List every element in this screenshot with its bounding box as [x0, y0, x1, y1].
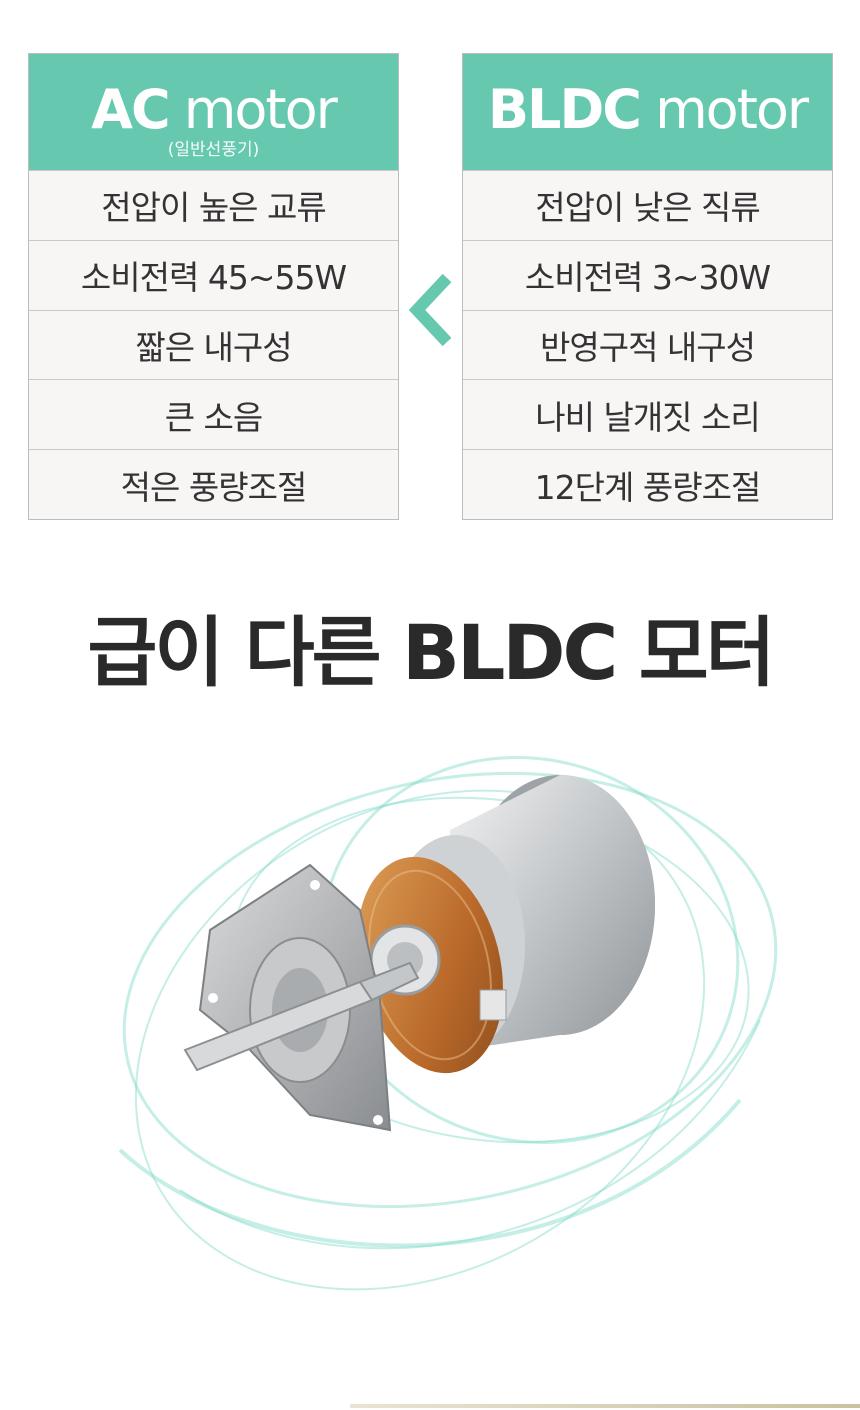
- bldc-row-voltage: 전압이 낮은 직류: [463, 170, 832, 240]
- ac-motor-header: AC motor (일반선풍기): [29, 54, 398, 170]
- ac-row-durability: 짧은 내구성: [29, 309, 398, 380]
- bldc-row-power: 소비전력 3~30W: [463, 239, 832, 310]
- ac-row-noise: 큰 소음: [29, 379, 398, 449]
- bldc-motor-header: BLDC motor: [463, 54, 832, 170]
- bldc-row-noise: 나비 날개짓 소리: [463, 379, 832, 449]
- ac-row-voltage: 전압이 높은 교류: [29, 170, 398, 240]
- bldc-row-airflow: 12단계 풍량조절: [463, 449, 832, 519]
- ac-motor-table: AC motor (일반선풍기) 전압이 높은 교류 소비전력 45~55W 짧…: [28, 53, 399, 520]
- ac-motor-title: AC motor: [91, 78, 338, 141]
- bldc-motor-table: BLDC motor 전압이 낮은 직류 소비전력 3~30W 반영구적 내구성…: [462, 53, 833, 520]
- ac-row-power: 소비전력 45~55W: [29, 239, 398, 310]
- ac-row-airflow: 적은 풍량조절: [29, 449, 398, 519]
- bldc-motor-illustration: [118, 756, 778, 1291]
- motor-shaft: [183, 961, 420, 1072]
- bldc-row-durability: 반영구적 내구성: [463, 309, 832, 380]
- chevron-left-icon: [408, 273, 452, 347]
- bottom-divider: [350, 1404, 860, 1408]
- ac-motor-subtitle: (일반선풍기): [167, 140, 260, 160]
- bldc-motor-title: BLDC motor: [487, 78, 809, 141]
- headline: 급이 다른 BLDC 모터: [87, 608, 775, 697]
